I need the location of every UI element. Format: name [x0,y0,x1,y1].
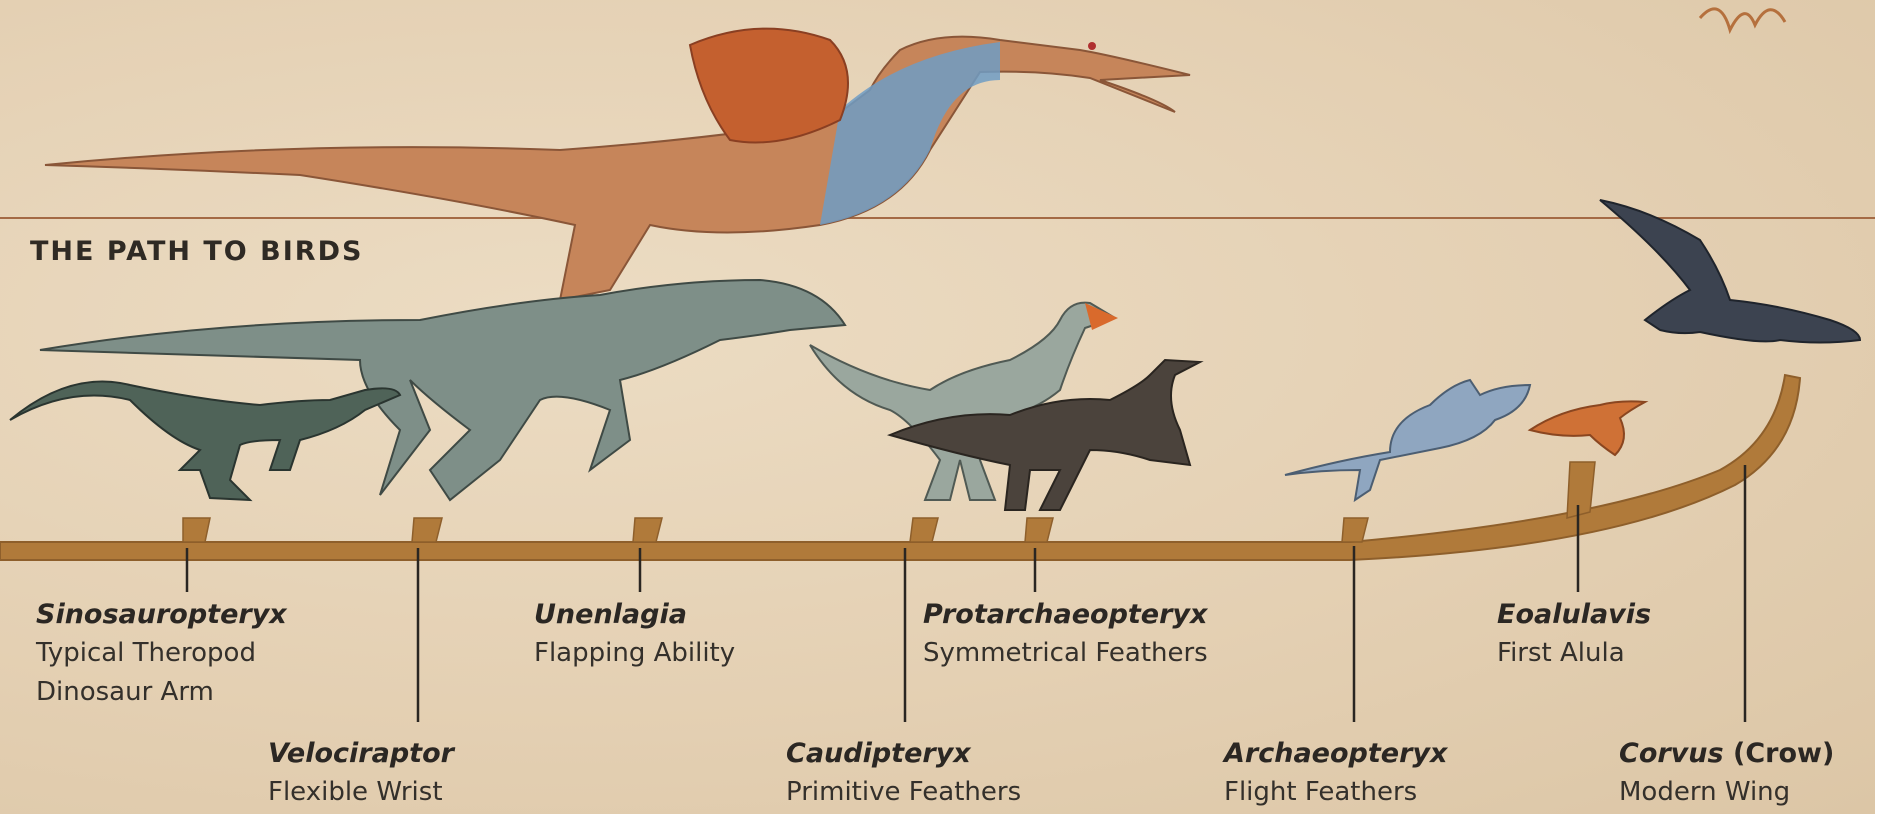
species-trait: Primitive Feathers [786,773,1021,812]
species-name: Archaeopteryx [1224,734,1447,773]
velociraptor-figure [40,280,845,500]
species-name: Sinosauropteryx [36,595,287,634]
crow-figure [1600,200,1860,343]
species-trait: Flexible Wrist [268,773,454,812]
species-name: Velociraptor [268,734,454,773]
sinosauropteryx-figure [10,382,400,500]
species-trait-line-2: Dinosaur Arm [36,673,287,712]
genus-name: Corvus [1619,738,1724,769]
notch-unenlagia [633,518,662,542]
label-caudipteryx: Caudipteryx Primitive Feathers [786,734,1021,812]
notch-archaeopteryx [1342,518,1368,542]
label-archaeopteryx: Archaeopteryx Flight Feathers [1224,734,1447,812]
diagram-title: THE PATH TO BIRDS [30,236,363,267]
species-trait: First Alula [1497,634,1651,673]
label-corvus: Corvus (Crow) Modern Wing [1619,734,1834,812]
species-name: Caudipteryx [786,734,1021,773]
notch-protarchaeopteryx [1025,518,1053,542]
species-trait: Modern Wing [1619,773,1834,812]
label-eoalulavis: Eoalulavis First Alula [1497,595,1651,673]
species-name: Eoalulavis [1497,595,1651,634]
label-unenlagia: Unenlagia Flapping Ability [534,595,735,673]
notch-caudipteryx [910,518,938,542]
species-trait: Flight Feathers [1224,773,1447,812]
species-name: Protarchaeopteryx [923,595,1208,634]
label-velociraptor: Velociraptor Flexible Wrist [268,734,454,812]
corner-scribble [1700,9,1785,30]
right-border [1875,0,1883,814]
species-trait: Flapping Ability [534,634,735,673]
label-sinosauropteryx: Sinosauropteryx Typical Theropod Dinosau… [36,595,287,712]
species-name: Corvus (Crow) [1619,734,1834,773]
species-trait: Typical Theropod [36,634,287,673]
notch-velociraptor [412,518,442,542]
species-name: Unenlagia [534,595,735,634]
eoalulavis-figure [1530,401,1645,455]
notch-eoalulavis [1567,462,1595,518]
label-protarchaeopteryx: Protarchaeopteryx Symmetrical Feathers [923,595,1208,673]
common-name: (Crow) [1724,738,1835,769]
archaeopteryx-figure [1285,380,1530,500]
notch-sinosauropteryx [183,518,210,542]
connector-lines [187,465,1745,722]
species-trait: Symmetrical Feathers [923,634,1208,673]
